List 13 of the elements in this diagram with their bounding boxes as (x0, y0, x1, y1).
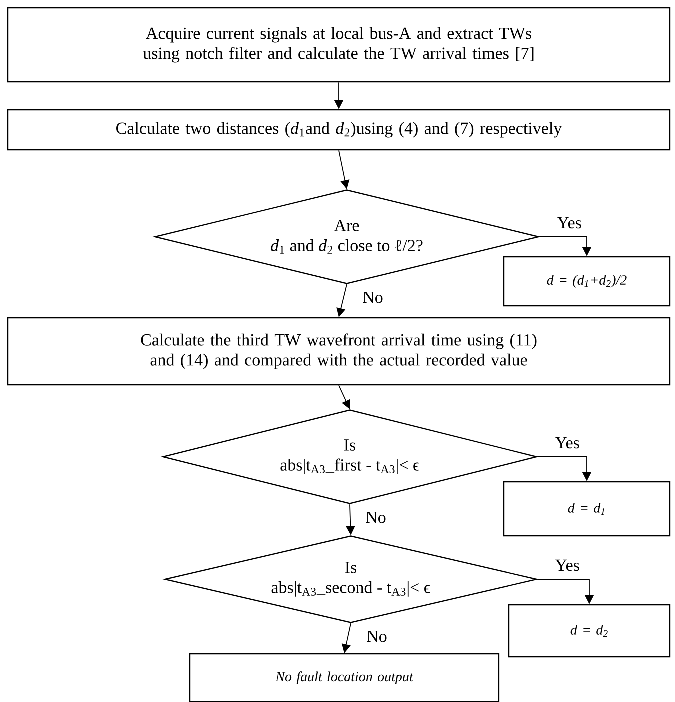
process-box: Acquire current signals at local bus-A and extract TWs using notch filter and calculate the TW arrival times [7] (7, 7, 671, 83)
process-box: d = d$_{2}$ (508, 604, 671, 658)
process-box: d = d$_{1}$ (503, 481, 671, 537)
process-box: Calculate two distances (d$_{1}$and d$_{2}$)using (4) and (7) respectively (7, 109, 671, 151)
edge-label: Yes (554, 558, 581, 572)
edge-label: Yes (556, 216, 583, 230)
edge-label: No (366, 630, 388, 644)
edge-label: Yes (554, 436, 581, 450)
process-box: d = (d$_{1}$+d$_{2}$)/2 (503, 256, 671, 307)
process-box: Calculate the third TW wavefront arrival time using (11) and (14) and compared with the actual recorded value (7, 317, 671, 386)
edge-label: No (364, 510, 388, 524)
process-box: No fault location output (189, 653, 500, 702)
edge-label: No (362, 290, 384, 304)
